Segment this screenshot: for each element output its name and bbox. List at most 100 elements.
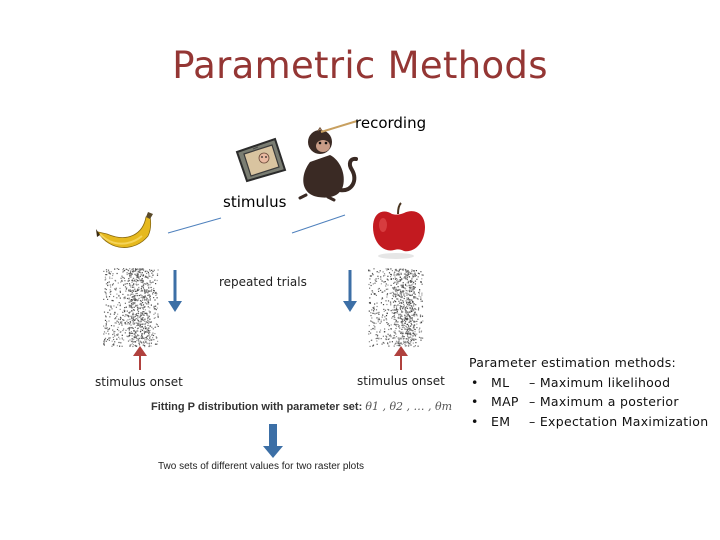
raster-spike bbox=[414, 280, 416, 282]
raster-spike bbox=[155, 305, 157, 307]
raster-spike bbox=[417, 272, 419, 274]
method-description: – Expectation Maximization bbox=[529, 413, 709, 429]
raster-spike bbox=[150, 282, 152, 284]
raster-spike bbox=[108, 337, 110, 339]
raster-spike bbox=[388, 325, 390, 327]
raster-spike bbox=[115, 306, 117, 308]
raster-spike bbox=[393, 282, 395, 284]
raster-spike bbox=[136, 328, 139, 330]
raster-spike bbox=[133, 296, 135, 298]
raster-spike bbox=[127, 322, 129, 324]
raster-spike bbox=[149, 269, 151, 271]
raster-spike bbox=[400, 290, 402, 293]
raster-spike bbox=[156, 324, 158, 326]
methods-list: • ML– Maximum likelihood • MAP– Maximum … bbox=[469, 373, 708, 432]
raster-spike bbox=[131, 319, 133, 321]
raster-spike bbox=[145, 291, 147, 293]
raster-spike bbox=[402, 290, 404, 292]
raster-spike bbox=[157, 269, 159, 271]
raster-spike bbox=[397, 273, 399, 275]
raster-spike bbox=[410, 334, 412, 336]
raster-spike bbox=[411, 269, 413, 271]
raster-spike bbox=[396, 279, 399, 281]
raster-spike bbox=[394, 293, 396, 295]
raster-spike bbox=[406, 285, 408, 287]
raster-spike bbox=[418, 336, 421, 338]
raster-spike bbox=[133, 295, 135, 297]
raster-spike bbox=[146, 337, 148, 340]
raster-spike bbox=[375, 338, 377, 340]
raster-spike bbox=[413, 338, 415, 340]
raster-spike bbox=[377, 288, 379, 290]
raster-spike bbox=[386, 303, 388, 306]
raster-spike bbox=[110, 293, 112, 295]
raster-spike bbox=[134, 268, 137, 270]
raster-spike bbox=[409, 315, 411, 318]
raster-spike bbox=[147, 324, 149, 326]
raster-spike bbox=[414, 315, 416, 317]
raster-spike bbox=[142, 341, 145, 343]
raster-spike bbox=[414, 296, 417, 298]
raster-spike bbox=[402, 323, 404, 325]
raster-spike bbox=[409, 333, 411, 335]
raster-spike bbox=[134, 288, 136, 290]
raster-spike bbox=[144, 346, 146, 348]
raster-spike bbox=[393, 323, 395, 326]
raster-spike bbox=[405, 292, 407, 294]
raster-spike bbox=[401, 291, 403, 293]
raster-spike bbox=[143, 296, 145, 298]
raster-spike bbox=[419, 327, 421, 329]
repeated-trials-label: repeated trials bbox=[219, 275, 307, 289]
raster-spike bbox=[399, 343, 401, 345]
raster-spike bbox=[376, 331, 378, 333]
raster-spike bbox=[145, 337, 147, 339]
raster-spike bbox=[132, 323, 134, 325]
raster-spike bbox=[410, 309, 412, 311]
raster-spike bbox=[120, 322, 122, 324]
raster-spike bbox=[417, 276, 419, 278]
raster-spike bbox=[142, 284, 145, 286]
raster-spike bbox=[148, 344, 150, 346]
raster-spike bbox=[121, 334, 123, 336]
raster-spike bbox=[142, 299, 144, 301]
raster-spike bbox=[155, 291, 157, 294]
raster-spike bbox=[136, 345, 138, 347]
raster-spike bbox=[397, 270, 399, 272]
raster-spike bbox=[112, 344, 114, 346]
raster-spike bbox=[400, 318, 402, 320]
raster-spike bbox=[369, 302, 371, 304]
raster-spike bbox=[370, 293, 372, 295]
raster-spike bbox=[149, 284, 151, 286]
raster-spike bbox=[377, 312, 379, 314]
raster-spike bbox=[395, 269, 397, 271]
raster-spike bbox=[151, 339, 153, 341]
raster-spike bbox=[121, 345, 123, 347]
raster-spike bbox=[114, 288, 116, 290]
raster-spike bbox=[148, 334, 150, 336]
raster-spike bbox=[134, 326, 136, 328]
raster-spike bbox=[149, 290, 152, 292]
raster-spike bbox=[379, 322, 381, 324]
raster-spike bbox=[376, 305, 378, 308]
raster-spike bbox=[375, 294, 377, 296]
raster-spike bbox=[128, 330, 130, 332]
raster-spike bbox=[401, 314, 403, 316]
raster-spike bbox=[140, 315, 142, 317]
raster-spike bbox=[368, 341, 370, 343]
raster-spike bbox=[418, 273, 420, 275]
raster-spike bbox=[138, 288, 140, 290]
raster-spike bbox=[155, 309, 157, 311]
raster-spike bbox=[395, 294, 397, 297]
raster-spike bbox=[119, 297, 121, 299]
raster-spike bbox=[152, 337, 154, 339]
raster-spike bbox=[415, 314, 418, 316]
raster-spike bbox=[404, 273, 406, 275]
raster-spike bbox=[420, 321, 422, 323]
raster-spike bbox=[405, 325, 407, 328]
raster-spike bbox=[398, 295, 401, 297]
raster-spike bbox=[396, 323, 398, 325]
raster-spike bbox=[138, 324, 140, 326]
raster-spike bbox=[383, 281, 385, 283]
raster-spike bbox=[412, 289, 414, 291]
raster-spike bbox=[154, 279, 156, 281]
